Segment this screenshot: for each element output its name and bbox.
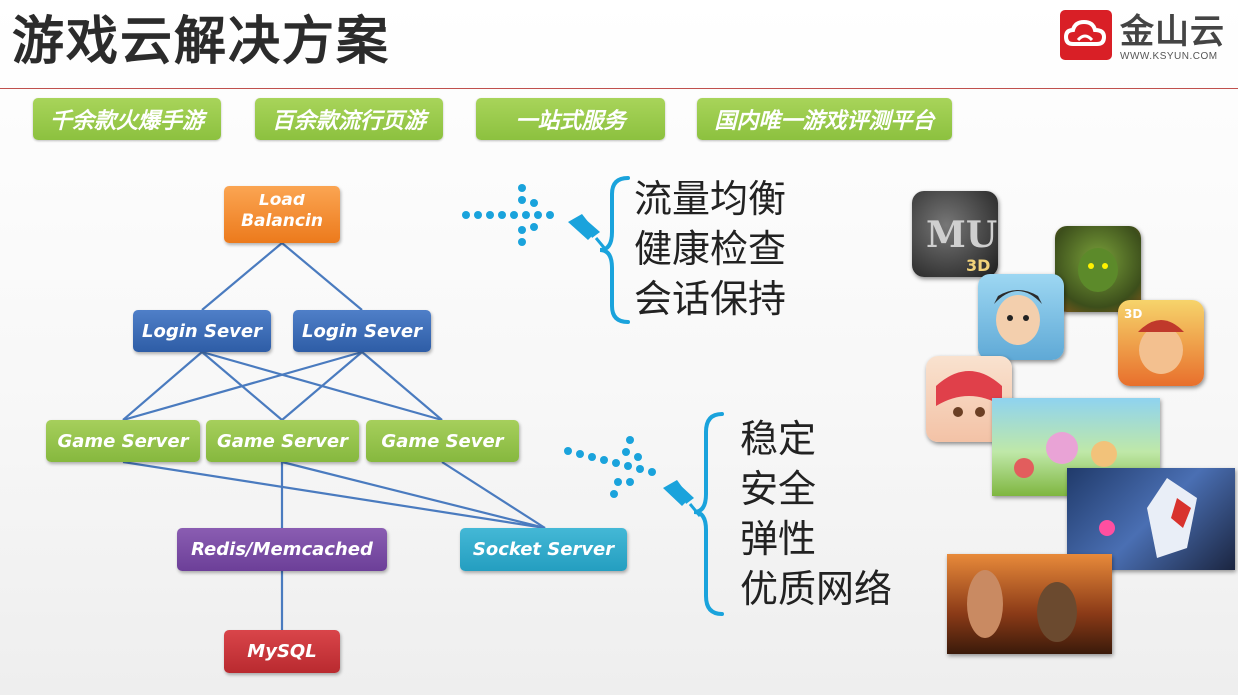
cloud-logo-icon: [1060, 10, 1112, 60]
socket-server-node: Socket Server: [460, 528, 627, 571]
tag-mobile-games: 千余款火爆手游: [33, 98, 221, 140]
login-server-node-2: Login Sever: [293, 310, 431, 352]
feature-quality-network: 优质网络: [740, 567, 893, 611]
load-balancer-label-line2: Balancin: [241, 210, 323, 231]
login-server-node-1: Login Sever: [133, 310, 271, 352]
warrior-icon: [978, 274, 1064, 360]
logo-text: 金山云: [1120, 12, 1225, 52]
orc-icon: [1055, 226, 1141, 312]
game-server-node-2: Game Server: [206, 420, 359, 462]
load-balancer-label-line1: Load: [258, 193, 306, 206]
feature-session-persistence: 会话保持: [634, 277, 787, 321]
logo-url: WWW.KSYUN.COM: [1120, 51, 1218, 62]
svg-text:3D: 3D: [1124, 307, 1142, 321]
feature-health-check: 健康检查: [634, 227, 787, 271]
redis-memcached-node: Redis/Memcached: [177, 528, 387, 571]
mysql-node: MySQL: [224, 630, 340, 673]
svg-text:MU: MU: [926, 214, 997, 256]
feature-load-balancing: 流量均衡: [634, 177, 787, 221]
svg-text:3D: 3D: [966, 256, 990, 275]
mu-3d-icon: MU 3D: [912, 191, 998, 277]
title-divider: [0, 88, 1238, 89]
ksyun-logo: 金山云 WWW.KSYUN.COM: [1060, 10, 1235, 66]
load-balancer-node: Load Balancin: [224, 186, 340, 243]
monkey-king-icon: 3D: [1118, 300, 1204, 386]
feature-elastic: 弹性: [740, 517, 817, 561]
game-server-node-3: Game Sever: [366, 420, 519, 462]
tag-web-games: 百余款流行页游: [255, 98, 443, 140]
page-title: 游戏云解决方案: [12, 12, 391, 72]
robot-scene: [1067, 468, 1235, 570]
feature-stable: 稳定: [740, 417, 817, 461]
tag-one-stop: 一站式服务: [476, 98, 665, 140]
anime-girl-icon: [926, 356, 1012, 442]
feature-secure: 安全: [740, 467, 817, 511]
shooter-scene: [947, 554, 1112, 654]
tag-evaluation-platform: 国内唯一游戏评测平台: [697, 98, 952, 140]
game-server-node-1: Game Server: [46, 420, 200, 462]
